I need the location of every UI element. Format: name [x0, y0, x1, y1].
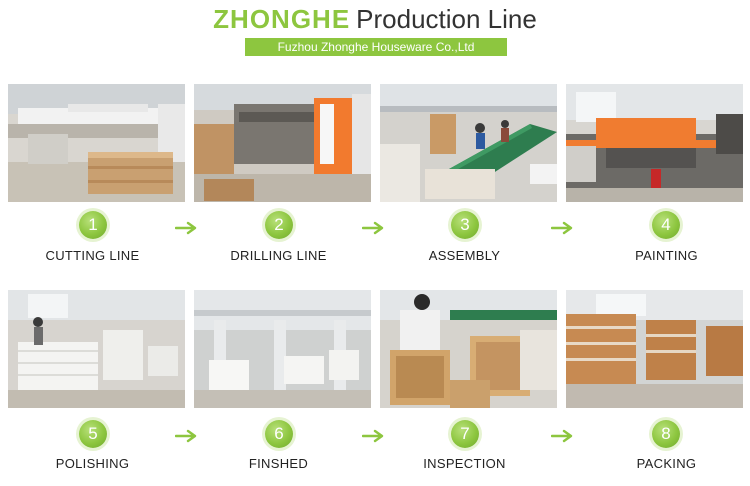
title-text: Production Line [356, 4, 537, 34]
arrow-right-icon [175, 221, 197, 235]
photo-inspection [380, 290, 557, 408]
step-label-1: CUTTING LINE [45, 248, 140, 263]
photo-assembly [380, 84, 557, 202]
step-label-4: PAINTING [635, 248, 698, 263]
step-label-7: INSPECTION [423, 456, 506, 471]
step-label-2: DRILLING LINE [230, 248, 327, 263]
step-label-8: PACKING [636, 456, 697, 471]
photo-cutting-line [8, 84, 185, 202]
photo-drilling-line [194, 84, 371, 202]
step-label-5: POLISHING [55, 456, 130, 471]
photo-packing [566, 290, 743, 408]
step-label-6: FINSHED [248, 456, 309, 471]
step-badge-7: 7 [451, 420, 479, 448]
arrow-right-icon [551, 429, 573, 443]
step-badge-4: 4 [652, 211, 680, 239]
step-badge-1: 1 [79, 211, 107, 239]
arrow-right-icon [362, 221, 384, 235]
step-badge-2: 2 [265, 211, 293, 239]
step-badge-8: 8 [652, 420, 680, 448]
photo-finished [194, 290, 371, 408]
brand-name: ZHONGHE [213, 4, 351, 34]
step-badge-3: 3 [451, 211, 479, 239]
step-badge-5: 5 [79, 420, 107, 448]
arrow-right-icon [551, 221, 573, 235]
photo-painting [566, 84, 743, 202]
step-label-3: ASSEMBLY [428, 248, 501, 263]
photo-polishing [8, 290, 185, 408]
arrow-right-icon [175, 429, 197, 443]
arrow-right-icon [362, 429, 384, 443]
company-subtitle: Fuzhou Zhonghe Houseware Co.,Ltd [245, 38, 507, 56]
step-badge-6: 6 [265, 420, 293, 448]
